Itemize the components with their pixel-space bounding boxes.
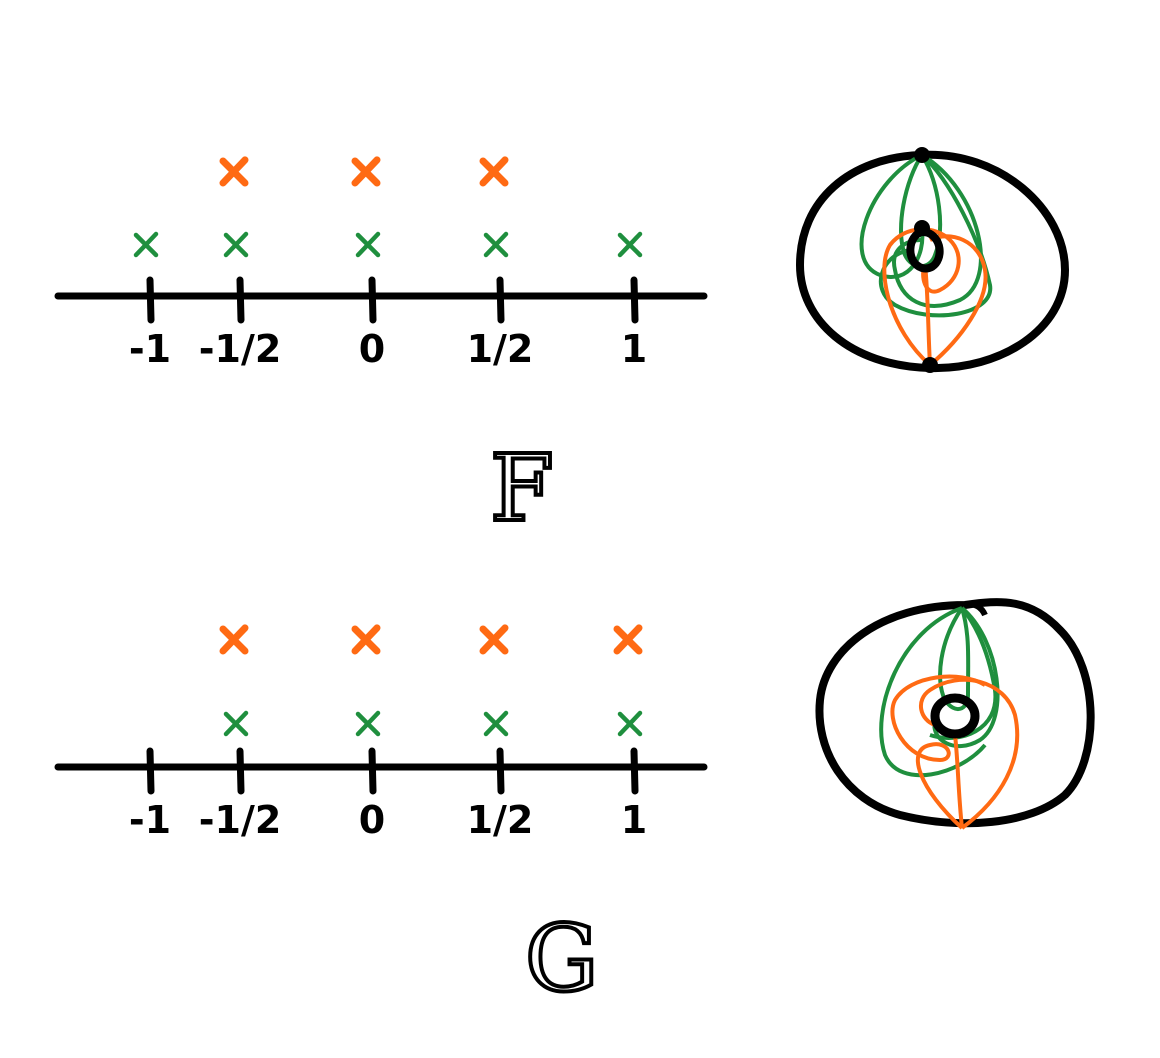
tick-label: 1	[621, 327, 647, 371]
tick-mark	[630, 276, 639, 324]
marked-point-top-f	[914, 147, 930, 163]
green-loop-f-4	[878, 153, 993, 318]
tick-label: -1	[129, 798, 171, 842]
outer-notch-g	[964, 601, 988, 617]
panel-letter-g: G	[525, 905, 599, 1012]
tick-label: -1/2	[199, 327, 282, 371]
tick-label: -1	[129, 327, 171, 371]
tick-label: 0	[359, 327, 385, 371]
tick-mark	[368, 747, 377, 795]
orange-loop-f-3	[923, 264, 932, 366]
tick-mark	[236, 747, 245, 795]
orange-cross-mark	[351, 156, 381, 187]
tick-mark	[496, 747, 505, 795]
green-loop-g-1	[879, 606, 987, 778]
orange-loop-g-2	[919, 677, 1020, 830]
orange-marks-f	[219, 156, 509, 187]
tick-mark	[368, 276, 377, 324]
orange-loop-f-1	[882, 227, 961, 367]
orange-loop-f-2	[928, 234, 988, 367]
tick-mark	[146, 747, 155, 795]
tick-mark	[496, 276, 505, 324]
tick-label: 1	[621, 798, 647, 842]
ticks-f	[146, 276, 639, 324]
green-cross-mark	[223, 231, 249, 258]
panel-g: -1 -1/2 0 1/2 1 G	[54, 598, 1095, 1014]
tick-label: -1/2	[199, 798, 282, 842]
green-cross-mark	[133, 231, 159, 258]
orange-cross-mark	[613, 624, 643, 655]
green-loop-f-1	[859, 153, 925, 279]
tick-label: 1/2	[467, 327, 534, 371]
tick-labels-f: -1 -1/2 0 1/2 1	[129, 327, 647, 371]
green-cross-mark	[483, 231, 509, 258]
surface-drawing-g	[815, 598, 1095, 830]
tick-label: 1/2	[467, 798, 534, 842]
green-cross-mark	[355, 231, 381, 258]
hole-g	[930, 693, 980, 739]
orange-cross-mark	[219, 624, 249, 655]
green-cross-mark	[223, 710, 249, 737]
orange-cross-mark	[479, 156, 509, 187]
green-cross-mark	[483, 710, 509, 737]
orange-loop-g-3	[953, 734, 964, 829]
tick-label: 0	[359, 798, 385, 842]
green-marks-g	[223, 710, 643, 737]
green-cross-mark	[617, 710, 643, 737]
orange-cross-mark	[351, 624, 381, 655]
green-cross-mark	[355, 710, 381, 737]
orange-loop-g-1	[890, 674, 987, 830]
marked-point-center-f	[914, 220, 930, 236]
outer-boundary-g	[815, 598, 1095, 828]
panel-letter-f: F	[490, 435, 554, 542]
tick-mark	[146, 276, 155, 324]
orange-cross-mark	[219, 156, 249, 187]
orange-marks-g	[219, 624, 643, 655]
tick-mark	[630, 747, 639, 795]
orange-cross-mark	[479, 624, 509, 655]
tick-mark	[236, 276, 245, 324]
green-loop-g-3	[938, 606, 971, 711]
tick-labels-g: -1 -1/2 0 1/2 1	[129, 798, 647, 842]
marked-point-bottom-f	[922, 357, 938, 373]
green-marks-f	[133, 231, 643, 258]
ticks-g	[146, 747, 639, 795]
green-cross-mark	[617, 231, 643, 258]
surface-drawing-f	[795, 147, 1070, 373]
panel-f: -1 -1/2 0 1/2 1 F	[54, 147, 1070, 544]
